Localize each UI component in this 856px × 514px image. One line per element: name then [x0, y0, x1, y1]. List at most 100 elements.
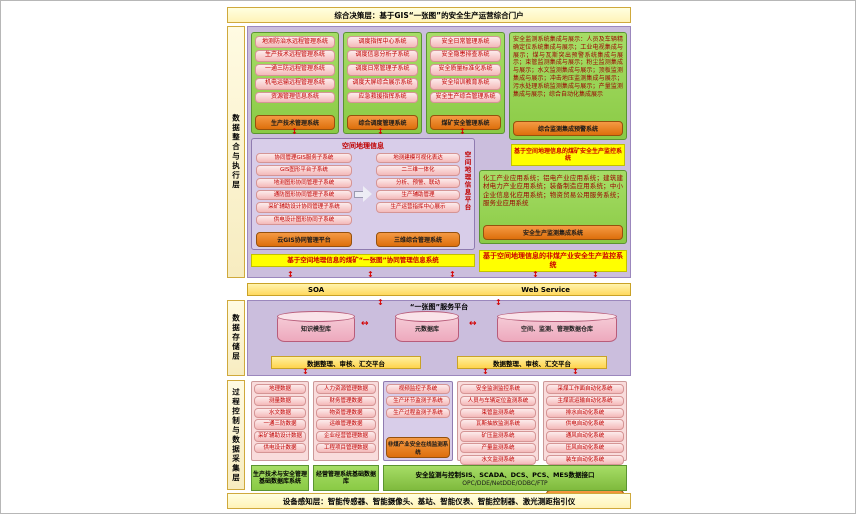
system-item: 安全质量标准化系统	[430, 63, 501, 76]
vertical-arrow-icon: ↕	[302, 367, 309, 376]
gis-subsystem-item: GIS图形平台子系统	[256, 165, 352, 176]
data-item: 水文数据	[254, 407, 306, 418]
decision-layer-bar: 综合决策层：基于GIS“一张图”的安全生产运营综合门户	[227, 7, 631, 23]
cylinder-label: 知识模型库	[300, 326, 331, 334]
noncoal-industry-text: 化工产业应用系统；铝电产业应用系统；建筑建材电力产业应用系统；装备制造应用系统；…	[483, 174, 623, 208]
data-item: 供电设计数据	[254, 443, 306, 454]
data-warehouse-cylinder: 空间、监测、管理数据仓库	[497, 311, 617, 342]
tech-data-box: 地理数据测量数据水文数据一通三防数据采矿辅助设计数据供电设计数据	[251, 381, 309, 461]
gis-subsystem-item: 通防图形协同管理子系统	[256, 189, 352, 201]
data-item: 地理数据	[254, 384, 306, 395]
vertical-arrow-icon: ↕	[377, 127, 384, 136]
data-interface-bar: 安全监测与控制SIS、SCADA、DCS、PCS、MES数据接口 OPC/DDE…	[383, 465, 627, 491]
interface-protocols-line: OPC/DDE/NetDDE/ODBC/FTP	[462, 480, 548, 487]
mgmt-data-box: 人力资源管理数据财务管理数据物资管理数据运维管理数据企业经营管理数据工程项目管理…	[313, 381, 379, 461]
three-d-integrated-mgmt-system: 三维综合管理系统	[376, 232, 460, 247]
vertical-arrow-icon: ↕	[592, 270, 599, 279]
horizontal-arrow-icon: ↔	[361, 319, 369, 329]
spatial-geo-info-title: 空间地理信息	[342, 142, 384, 150]
data-item: 采矿辅助设计数据	[254, 431, 306, 442]
vertical-arrow-icon: ↕	[449, 270, 456, 279]
gis-subsystem-item: 地测图形协同管理子系统	[256, 177, 352, 188]
data-audit-platform-right: 数据整理、审核、汇交平台	[457, 356, 607, 369]
coal-monitoring-caption: 基于空间地理信息的煤矿安全生产监控系统	[511, 144, 625, 166]
noncoal-monitoring-caption: 基于空间地理信息的非煤产业安全生产监控系统	[479, 250, 627, 272]
gis-right-column: 地测建模可视化表达二三维一体化分析、预警、联动生产辅助管理生产运营指挥中心展示 …	[376, 153, 460, 247]
vertical-arrow-icon: ↕	[287, 270, 294, 279]
automation-system-item: 装车自动化系统	[546, 454, 624, 466]
data-item: 运维管理数据	[316, 419, 376, 430]
integrated-dispatch-system: 综合调度管理系统	[347, 115, 418, 130]
gis-capability-item: 生产运营指挥中心展示	[376, 202, 460, 213]
perception-layer-title: 设备感知层：智能传感器、智能摄像头、基站、智能仪表、智能控制器、激光测距指引仪	[282, 496, 576, 506]
automation-box: 采煤工作面自动化系统主煤流运输自动化系统排水自动化系统供电自动化系统通风自动化系…	[543, 381, 627, 504]
one-map-service-platform-label: “一张图”服务平台	[409, 303, 469, 311]
video-monitor-box: 视频监控子系统生产环节监测子系统生产过程监测子系统 非煤产业安全在线监测系统	[383, 381, 453, 461]
subsystem-item: 生产过程监测子系统	[386, 407, 450, 418]
vertical-arrow-icon: ↕	[495, 298, 502, 307]
webservice-label: Web Service	[521, 285, 570, 294]
gis-capability-item: 生产辅助管理	[376, 189, 460, 201]
gis-subsystem-item: 协同管理GIS服务子系统	[256, 153, 352, 164]
noncoal-industry-box: 化工产业应用系统；铝电产业应用系统；建筑建材电力产业应用系统；装备制造应用系统；…	[479, 170, 627, 244]
mine-safety-architecture-diagram: 综合决策层：基于GIS“一张图”的安全生产运营综合门户 数据整合与执行层 数据存…	[227, 7, 631, 509]
automation-system-item: 主煤流运输自动化系统	[546, 395, 624, 407]
decision-layer-title: 综合决策层：基于GIS“一张图”的安全生产运营综合门户	[334, 10, 524, 20]
vertical-arrow-icon: ↕	[572, 367, 579, 376]
spatial-geo-platform-side-label: 空间地理信息平台	[463, 151, 471, 211]
safety-systems-box: 安全日常管理系统安全隐患排查系统安全质量标准化系统安全培训教育系统安全生产综合管…	[426, 32, 505, 134]
mgmt-basic-db-caption: 经营管理系统基础数据库	[313, 465, 379, 491]
vertical-arrow-icon: ↕	[532, 270, 539, 279]
production-systems-box: 地测防治水远程管理系统生产技术远程管理系统一通三防远程管理系统机电运输远程管理系…	[251, 32, 339, 134]
data-item: 人力资源管理数据	[316, 384, 376, 395]
cylinder-label: 空间、监测、管理数据仓库	[520, 326, 593, 334]
system-item: 安全生产综合管理系统	[430, 91, 501, 104]
system-item: 生产技术远程管理系统	[255, 49, 335, 62]
system-item: 地测防治水远程管理系统	[255, 36, 335, 48]
vertical-arrow-icon: ↕	[459, 127, 466, 136]
vertical-arrow-icon: ↕	[367, 270, 374, 279]
horizontal-arrow-icon: ↔	[469, 319, 477, 329]
subsystem-item: 生产环节监测子系统	[386, 395, 450, 407]
automation-system-item: 供电自动化系统	[546, 419, 624, 430]
safety-monitoring-list: 安全监测监控系统人员与车辆定位监测系统束管监测系统瓦斯抽放监测系统矿压监测系统产…	[460, 384, 536, 466]
data-item: 企业经营管理数据	[316, 431, 376, 442]
service-bus-bar: SOA Web Service	[247, 283, 631, 296]
gis-capability-item: 地测建模可视化表达	[376, 153, 460, 164]
gis-right-list: 地测建模可视化表达二三维一体化分析、预警、联动生产辅助管理生产运营指挥中心展示	[376, 153, 460, 213]
production-systems-list: 地测防治水远程管理系统生产技术远程管理系统一通三防远程管理系统机电运输远程管理系…	[255, 36, 335, 104]
gis-capability-item: 分析、预警、联动	[376, 177, 460, 188]
system-item: 调度信息分析子系统	[347, 49, 418, 62]
monitor-system-item: 人员与车辆定位监测系统	[460, 395, 536, 407]
system-item: 资源管理信息系统	[255, 91, 335, 104]
system-item: 应急救援指挥系统	[347, 91, 418, 104]
system-item: 安全隐患排查系统	[430, 49, 501, 62]
data-audit-platform-left: 数据整理、审核、汇交平台	[271, 356, 421, 369]
data-item: 一通三防数据	[254, 419, 306, 430]
monitor-system-item: 安全监测监控系统	[460, 384, 536, 395]
data-item: 物资管理数据	[316, 407, 376, 418]
automation-system-item: 采煤工作面自动化系统	[546, 384, 624, 395]
system-item: 安全培训教育系统	[430, 77, 501, 90]
gis-subsystem-item: 采矿辅助设计协同管理子系统	[256, 202, 352, 213]
tech-data-list: 地理数据测量数据水文数据一通三防数据采矿辅助设计数据供电设计数据	[254, 384, 306, 454]
soa-label: SOA	[308, 285, 325, 294]
vertical-arrow-icon: ↕	[291, 127, 298, 136]
tech-basic-db-caption: 生产技术与安全管理基础数据库系统	[251, 465, 309, 491]
system-item: 机电运输远程管理系统	[255, 77, 335, 90]
metadata-db-cylinder: 元数据库	[395, 311, 459, 342]
production-tech-mgmt-system: 生产技术管理系统	[255, 115, 335, 130]
monitor-system-item: 矿压监测系统	[460, 431, 536, 442]
flow-arrow-stem	[354, 191, 363, 198]
system-item: 调度指挥中心系统	[347, 36, 418, 48]
vertical-arrow-icon: ↕	[482, 367, 489, 376]
system-item: 安全日常管理系统	[430, 36, 501, 48]
data-item: 财务管理数据	[316, 395, 376, 407]
knowledge-model-db-cylinder: 知识模型库	[277, 311, 355, 342]
layer-label-integration: 数据整合与执行层	[227, 26, 245, 278]
monitor-system-item: 束管监测系统	[460, 407, 536, 418]
coal-safety-mgmt-system: 煤矿安全管理系统	[430, 115, 501, 130]
noncoal-online-monitoring-system: 非煤产业安全在线监测系统	[386, 437, 450, 458]
